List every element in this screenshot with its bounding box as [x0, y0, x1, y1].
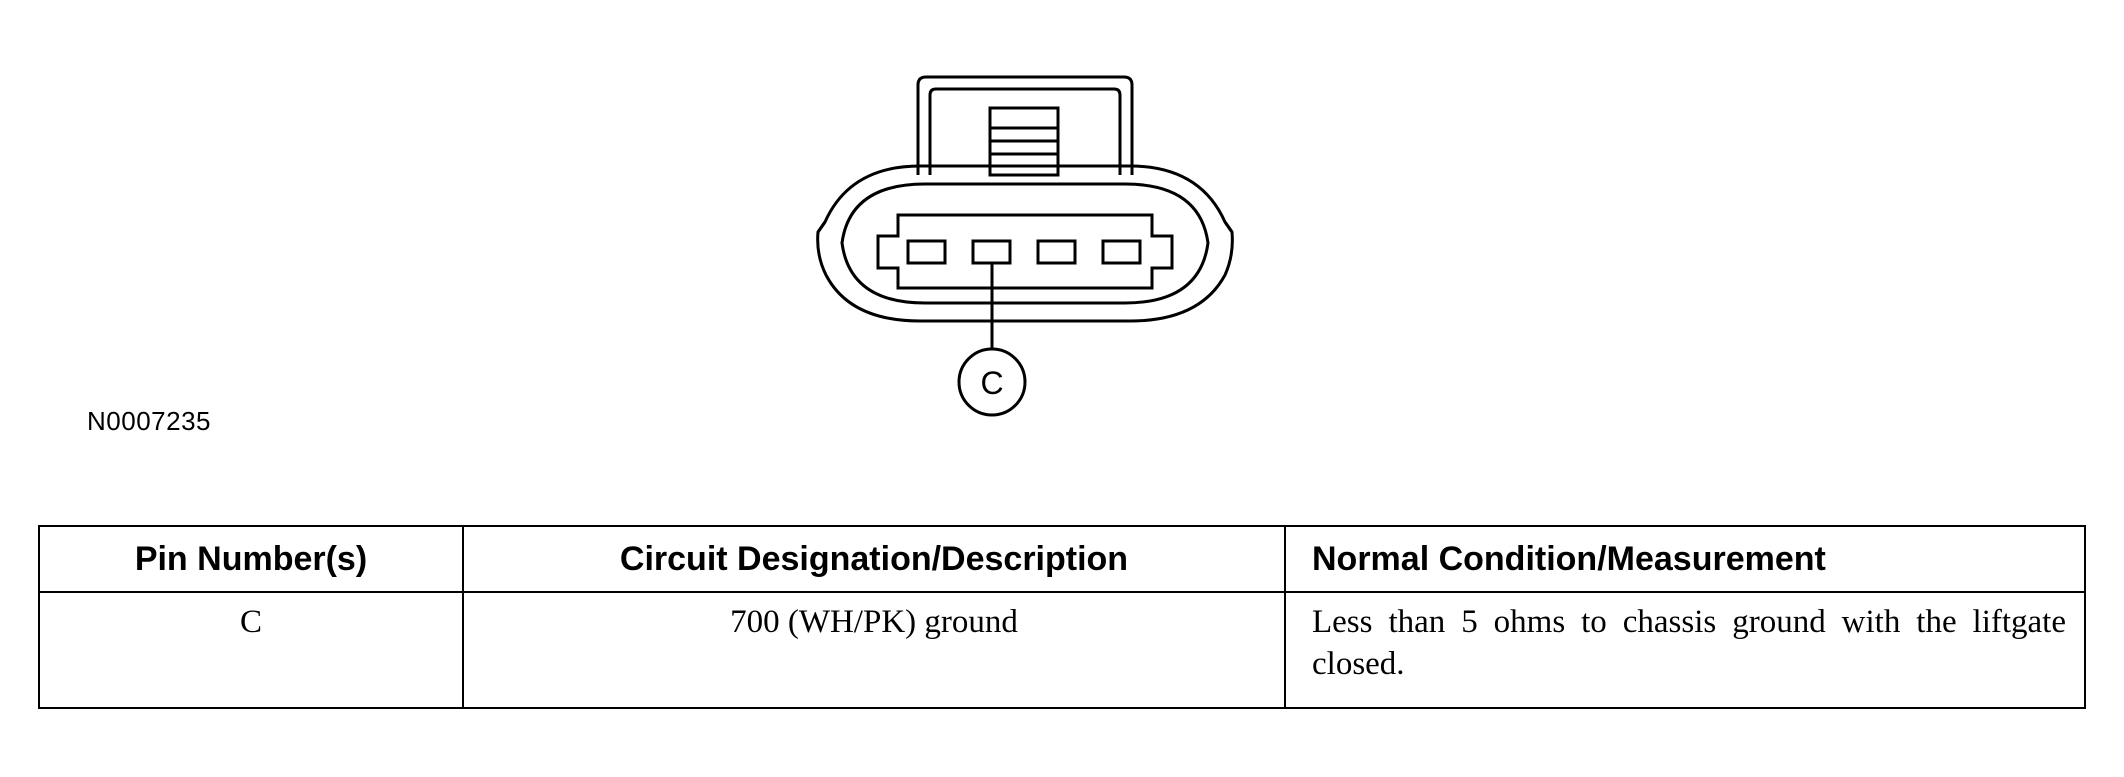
pin-d [1101, 239, 1142, 265]
callout-label: C [980, 365, 1003, 401]
cell-condition: Less than 5 ohms to chassis ground with … [1284, 591, 2086, 709]
header-pin-number: Pin Number(s) [38, 525, 464, 593]
table-row: C 700 (WH/PK) ground Less than 5 ohms to… [38, 591, 2086, 709]
figure-id: N0007235 [87, 406, 211, 436]
pin-b [1036, 239, 1077, 265]
header-circuit: Circuit Designation/Description [462, 525, 1286, 593]
pin-table: Pin Number(s) Circuit Designation/Descri… [38, 525, 2086, 709]
connector-diagram: C [816, 75, 1234, 417]
connector-latch-inner [928, 87, 1122, 175]
pin-c [971, 239, 1012, 265]
connector-shell-outer [816, 164, 1234, 323]
pin-a [906, 239, 947, 265]
cell-pin: C [38, 591, 464, 709]
connector-shell-inner [840, 182, 1210, 305]
header-condition: Normal Condition/Measurement [1284, 525, 2086, 593]
callout-circle [957, 347, 1027, 417]
table-header-row: Pin Number(s) Circuit Designation/Descri… [38, 525, 2086, 593]
cell-circuit: 700 (WH/PK) ground [462, 591, 1286, 709]
connector-latch [916, 75, 1134, 175]
pin-cavity [876, 213, 1174, 290]
